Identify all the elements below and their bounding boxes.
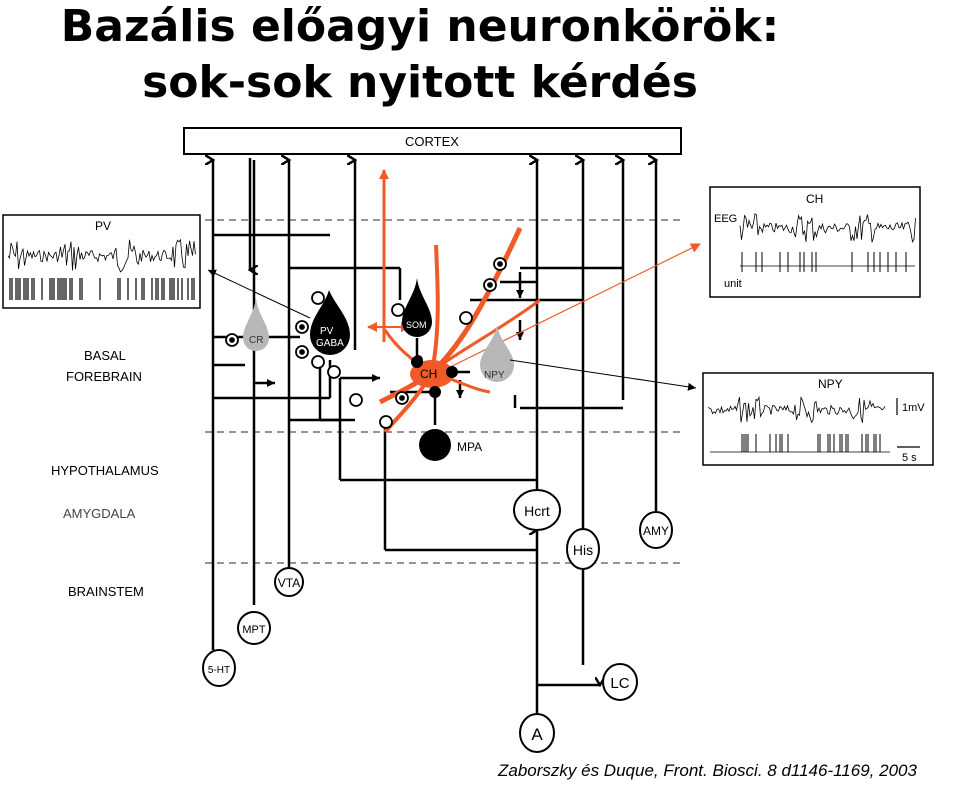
hcrt-label: Hcrt (524, 503, 550, 519)
nuclei (202, 489, 673, 753)
scale-mv-label: 1mV (902, 402, 925, 414)
filled-terminals (413, 355, 458, 398)
scale-s-label: 5 s (902, 452, 917, 464)
his-label: His (573, 542, 593, 558)
vta-nucleus (274, 567, 304, 597)
ascending-projections (213, 158, 656, 650)
unit-label: unit (724, 278, 742, 290)
5ht-label: 5-HT (208, 665, 230, 676)
pv-panel-title: PV (95, 219, 111, 233)
ch-recording-panel (709, 186, 921, 298)
ch-panel-title: CH (806, 192, 823, 206)
npy-neuron-label: NPY (484, 370, 505, 381)
pv-label: PV (320, 326, 334, 337)
ch-label: CH (420, 367, 437, 381)
vta-label: VTA (278, 576, 300, 590)
npy-neuron (480, 325, 514, 382)
pv-recording-pointer (207, 269, 311, 319)
npy-panel-title: NPY (818, 377, 843, 391)
slide-title-line-2: sok-sok nyitott kérdés (142, 57, 698, 108)
cr-label: CR (249, 335, 263, 346)
amy-nucleus (639, 511, 673, 549)
lc-nucleus (602, 663, 638, 701)
npy-recording-panel (702, 372, 934, 466)
eeg-label: EEG (714, 213, 737, 225)
region-label-basal: BASAL (84, 348, 126, 363)
region-label-brainstem: BRAINSTEM (68, 584, 144, 599)
amy-label: AMY (643, 524, 669, 538)
npy-recording-pointer (509, 359, 697, 391)
lc-label: LC (610, 675, 629, 692)
region-label-forebrain: FOREBRAIN (66, 369, 142, 384)
mpa-neuron (419, 429, 451, 461)
pv-recording-panel (2, 214, 201, 309)
som-label: SOM (406, 320, 427, 330)
5ht-nucleus (202, 649, 236, 687)
a-nucleus (519, 713, 555, 753)
region-label-hypothalamus: HYPOTHALAMUS (51, 463, 159, 478)
hcrt-nucleus (513, 489, 561, 531)
mpa-label: MPA (457, 440, 482, 454)
mpt-label: MPT (242, 624, 266, 636)
slide-title-line-1: Bazális előagyi neuronkörök: (60, 1, 780, 52)
his-nucleus (566, 528, 600, 570)
a-label: A (531, 725, 543, 744)
gaba-label: GABA (316, 338, 344, 349)
cr-neuron (243, 298, 269, 351)
synapse-terminals (225, 257, 507, 429)
mpt-nucleus (237, 611, 271, 645)
cortex-label: CORTEX (405, 134, 459, 149)
cortex-box (183, 127, 682, 155)
circuit-connections (213, 233, 623, 715)
region-label-amygdala: AMYGDALA (63, 506, 136, 521)
citation: Zaborszky és Duque, Front. Biosci. 8 d11… (498, 761, 917, 780)
pv-gaba-neuron (310, 290, 350, 355)
